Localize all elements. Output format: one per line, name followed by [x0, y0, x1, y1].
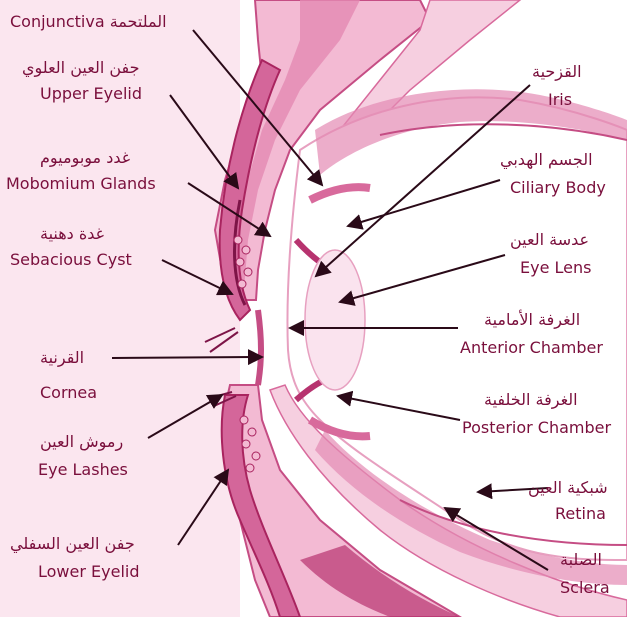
label-upper-eyelid-en: Upper Eyelid	[40, 84, 142, 104]
label-posterior-chamber-en: Posterior Chamber	[462, 418, 611, 438]
label-iris-ar: القزحية	[532, 62, 582, 82]
label-sebacious-cyst-ar: غدة دهنية	[40, 224, 104, 244]
label-upper-eyelid-ar: جفن العين العلوي	[22, 58, 140, 78]
label-ciliary-body-en: Ciliary Body	[510, 178, 606, 198]
label-eye-lens-en: Eye Lens	[520, 258, 591, 278]
label-ciliary-body-ar: الجسم الهدبي	[500, 150, 593, 170]
label-retina-ar: شبكية العين	[528, 478, 608, 498]
label-posterior-chamber-ar: الغرفة الخلفية	[484, 390, 578, 410]
label-sebacious-cyst-en: Sebacious Cyst	[10, 250, 132, 270]
label-anterior-chamber-ar: الغرفة الأمامية	[484, 310, 580, 330]
label-eye-lashes-ar: رموش العين	[40, 432, 123, 452]
label-iris-en: Iris	[548, 90, 572, 110]
label-conjunctiva-en: Conjunctiva	[10, 12, 105, 31]
label-conjunctiva: Conjunctiva الملتحمة	[10, 12, 167, 32]
label-eye-lashes-en: Eye Lashes	[38, 460, 128, 480]
label-lower-eyelid-en: Lower Eyelid	[38, 562, 139, 582]
label-sclera-en: Sclera	[560, 578, 610, 598]
label-lower-eyelid-ar: جفن العين السفلي	[10, 534, 135, 554]
label-anterior-chamber-en: Anterior Chamber	[460, 338, 603, 358]
leader-cornea	[112, 357, 262, 358]
label-sclera-ar: الصلبة	[560, 550, 602, 570]
label-cornea-en: Cornea	[40, 383, 97, 403]
label-conjunctiva-ar: الملتحمة	[110, 12, 167, 31]
label-retina-en: Retina	[555, 504, 606, 524]
label-cornea-ar: القرنية	[40, 348, 84, 368]
label-mobomium-glands-ar: غدد موبوميوم	[40, 148, 130, 168]
label-mobomium-glands-en: Mobomium Glands	[6, 174, 156, 194]
label-eye-lens-ar: عدسة العين	[510, 230, 589, 250]
